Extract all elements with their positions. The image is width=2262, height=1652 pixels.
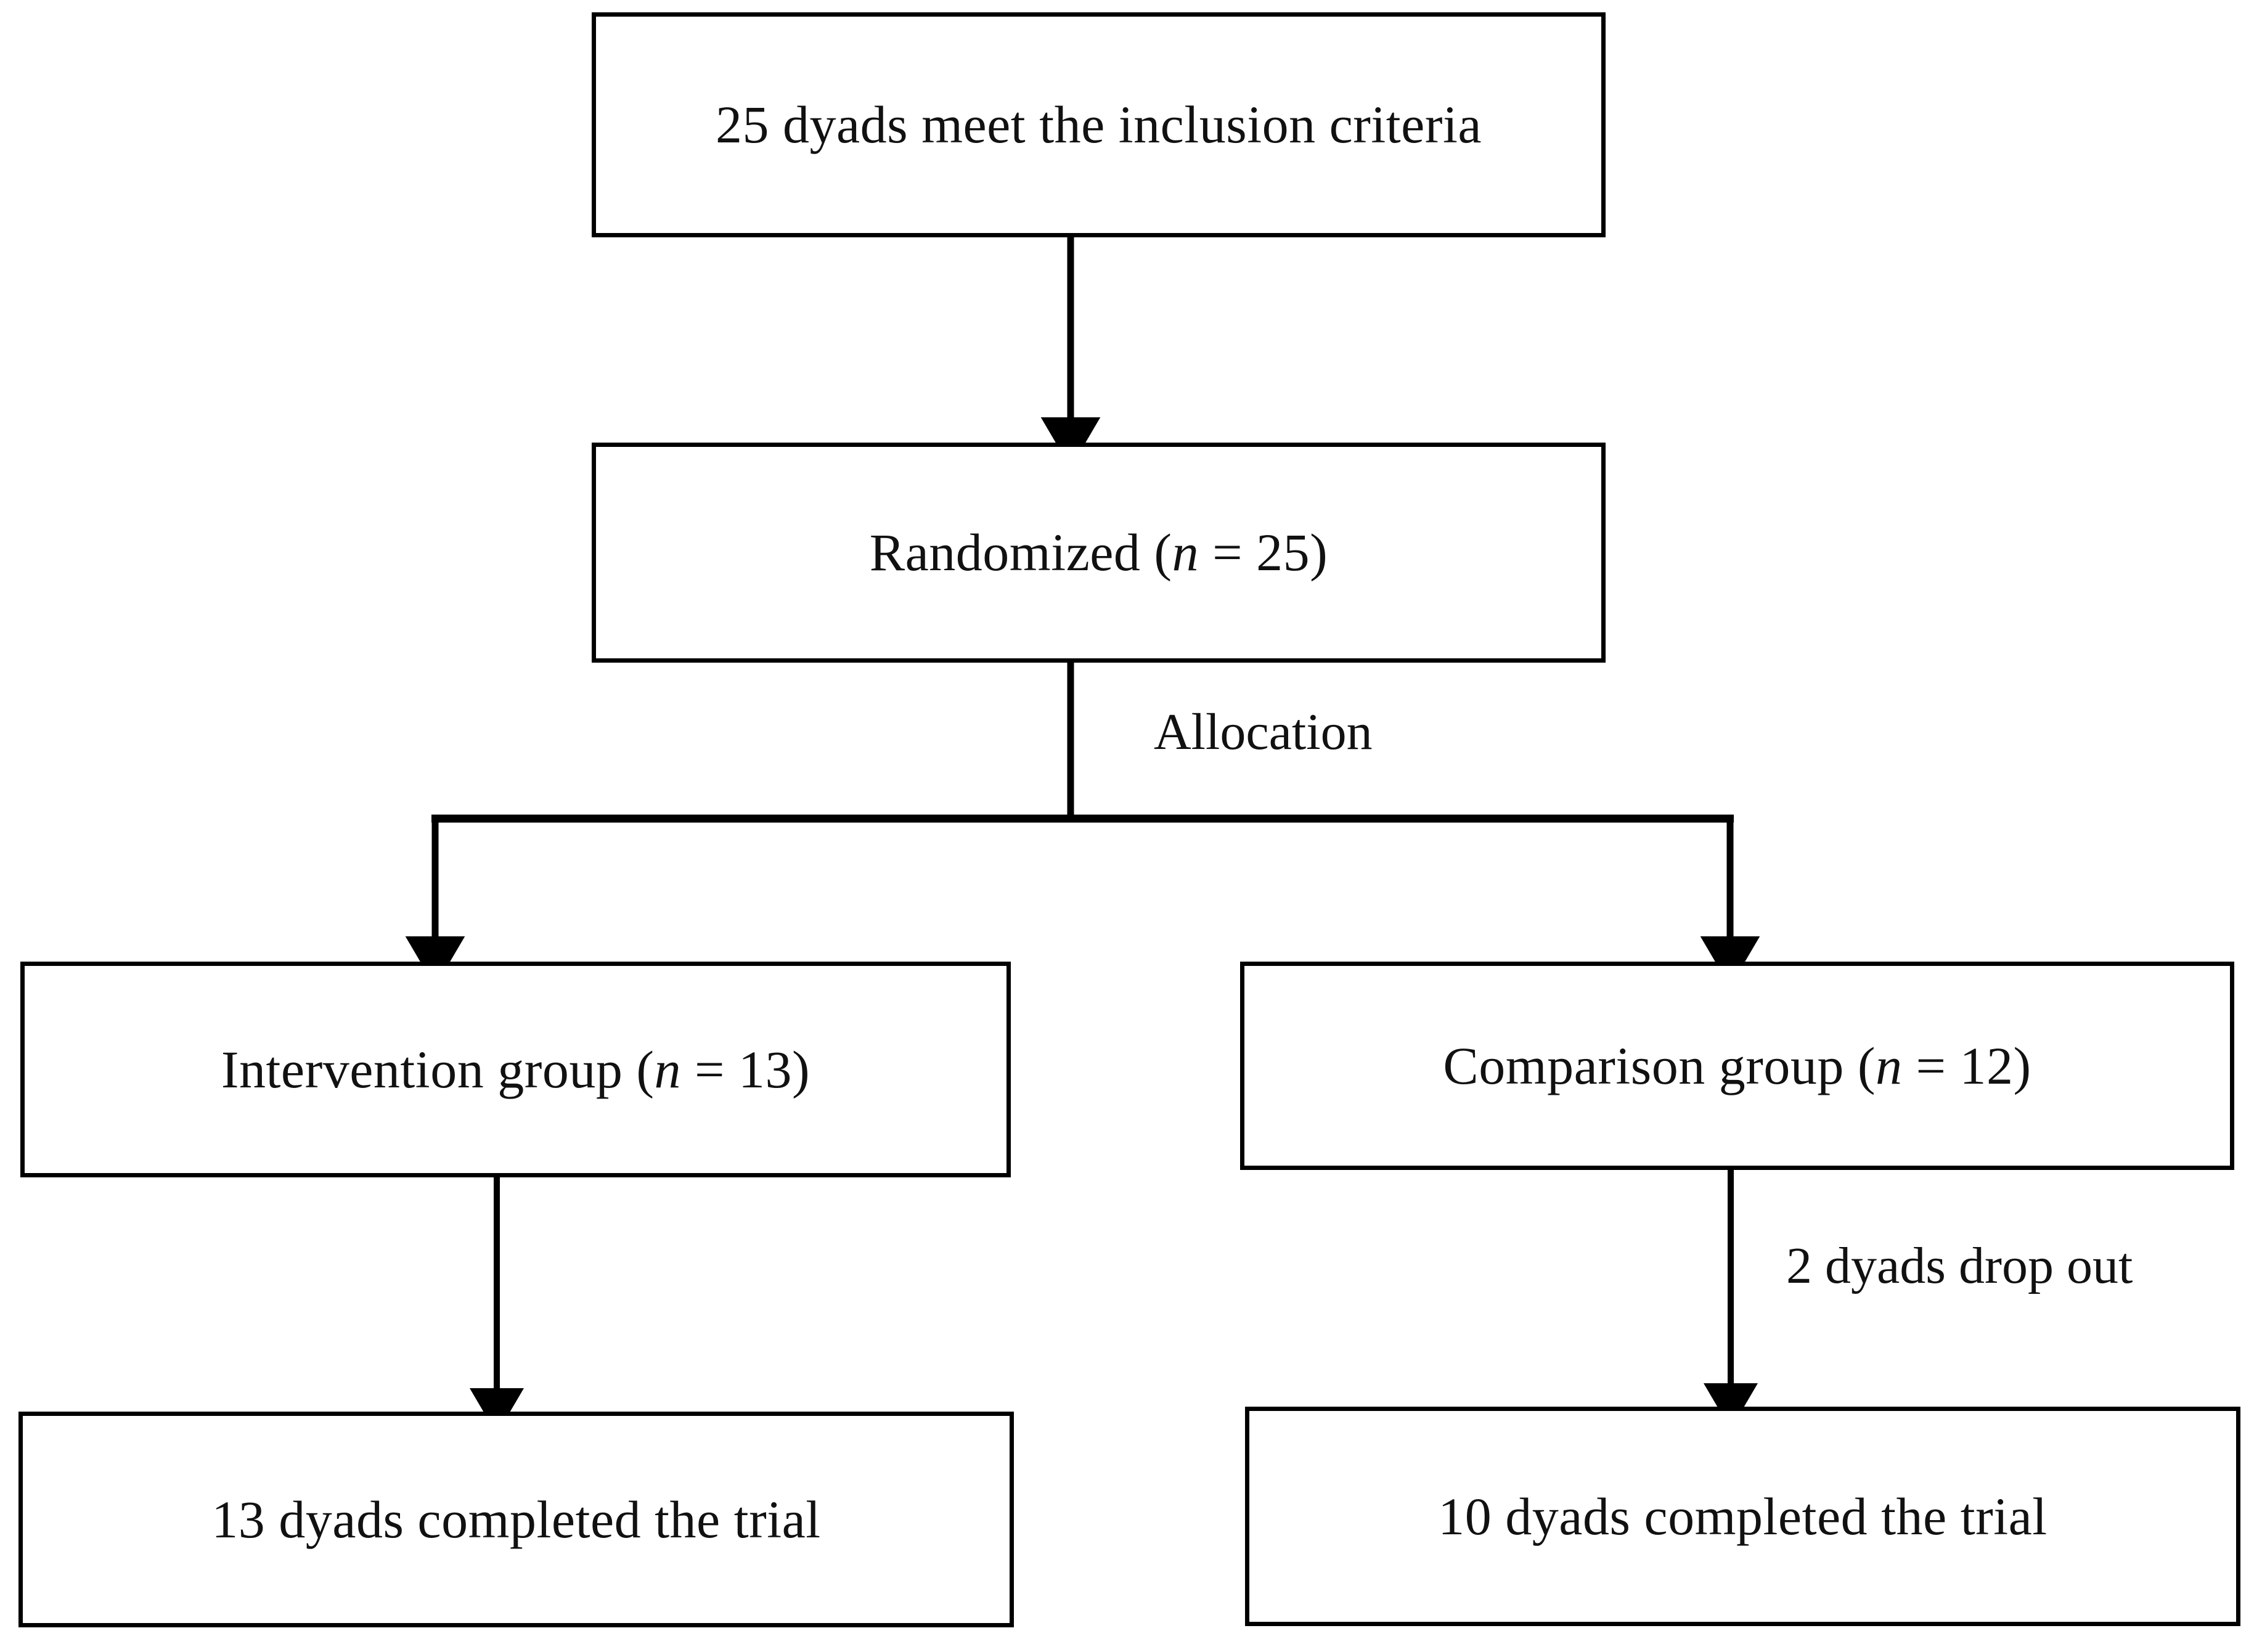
node-randomized-label: Randomized (n = 25)	[870, 522, 1328, 583]
node-intervention-group: Intervention group (n = 13)	[20, 962, 1011, 1177]
node-comparison-prefix: Comparison group (	[1443, 1036, 1876, 1095]
node-intervention-suffix: = 13)	[680, 1039, 810, 1099]
node-comparison-group-label: Comparison group (n = 12)	[1443, 1036, 2031, 1097]
node-completed-intervention-label: 13 dyads completed the trial	[211, 1489, 821, 1549]
node-comparison-group: Comparison group (n = 12)	[1240, 962, 2234, 1170]
node-completed-comparison: 10 dyads completed the trial	[1245, 1407, 2240, 1626]
node-comparison-n-symbol: n	[1876, 1036, 1903, 1095]
node-intervention-n-symbol: n	[654, 1039, 681, 1099]
node-completed-comparison-label: 10 dyads completed the trial	[1438, 1486, 2048, 1546]
node-inclusion-criteria: 25 dyads meet the inclusion criteria	[592, 12, 1606, 237]
node-intervention-group-label: Intervention group (n = 13)	[221, 1039, 810, 1100]
node-intervention-prefix: Intervention group (	[221, 1039, 655, 1099]
edge-label-allocation: Allocation	[1154, 703, 1373, 761]
node-inclusion-criteria-label: 25 dyads meet the inclusion criteria	[715, 95, 1482, 155]
node-randomized-suffix: = 25)	[1199, 523, 1328, 583]
node-randomized: Randomized (n = 25)	[592, 443, 1606, 663]
edge-label-dropout: 2 dyads drop out	[1786, 1237, 2133, 1294]
node-comparison-suffix: = 12)	[1902, 1036, 2031, 1095]
node-randomized-n-symbol: n	[1172, 523, 1199, 583]
node-randomized-prefix: Randomized (	[869, 523, 1172, 583]
node-completed-intervention: 13 dyads completed the trial	[18, 1412, 1014, 1627]
